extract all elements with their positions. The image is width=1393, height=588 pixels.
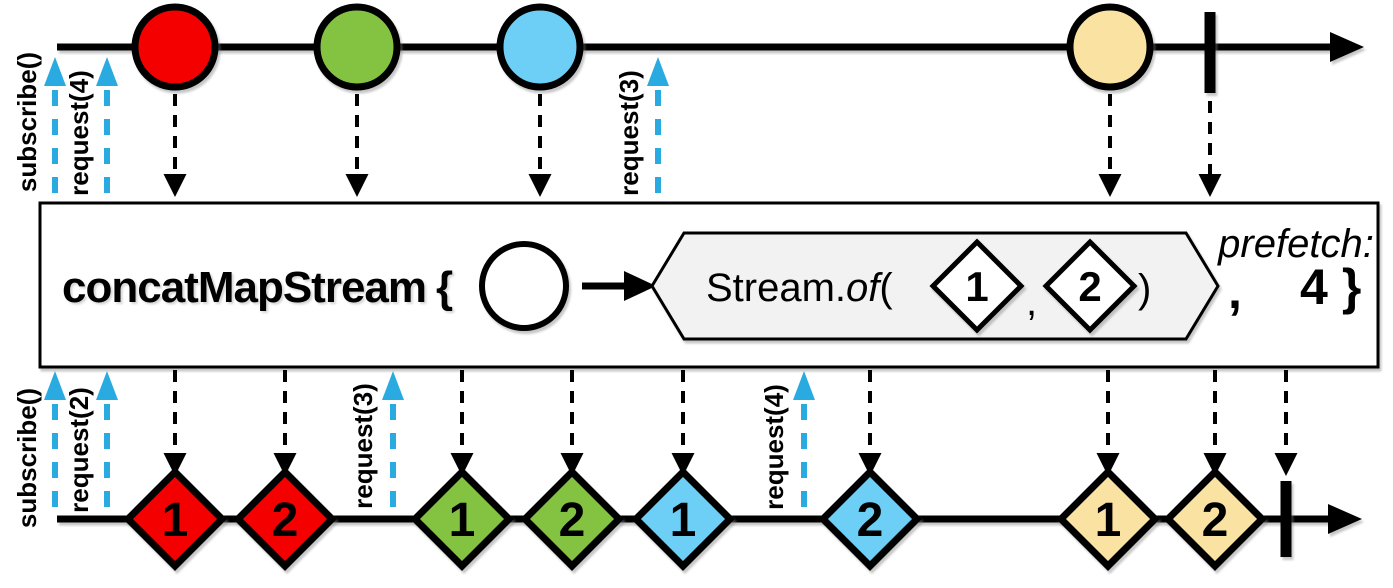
marble-diamond bbox=[410, 467, 514, 571]
marble-label: 1 bbox=[449, 494, 476, 547]
output-marble-red-2: 2 bbox=[233, 467, 337, 571]
inner-paren-close: ) bbox=[1138, 267, 1151, 311]
signal-request2-output: request(2) bbox=[64, 371, 118, 516]
output-marble-green-2: 2 bbox=[520, 467, 624, 571]
output-marble-yellow-2: 2 bbox=[1163, 467, 1267, 571]
marble-diamond bbox=[520, 467, 624, 571]
operator-box: concatMapStream{ Stream.of( 1 , 2 ) , pr… bbox=[38, 201, 1380, 369]
input-marble-red bbox=[131, 3, 219, 91]
inner-marble-1 bbox=[929, 238, 1025, 334]
signal-subscribe-input: subscribe() bbox=[12, 52, 66, 200]
signal-arrowhead bbox=[647, 57, 669, 86]
emit-arrow-icon bbox=[345, 94, 369, 197]
emit-arrow-icon bbox=[163, 370, 187, 476]
output-marble-yellow-1: 1 bbox=[1056, 467, 1160, 571]
signal-label: request(2) bbox=[64, 387, 94, 513]
marble-label: 1 bbox=[1095, 494, 1122, 547]
signal-arrowhead bbox=[44, 57, 66, 86]
emit-arrow-icon bbox=[1274, 370, 1298, 476]
marble-label: 1 bbox=[670, 494, 697, 547]
signal-arrowhead bbox=[44, 371, 66, 400]
marble-diamond bbox=[631, 467, 735, 571]
emit-arrow-icon bbox=[560, 370, 584, 476]
signal-request3-input: request(3) bbox=[614, 57, 669, 200]
operator-name-text: concatMapStream{ bbox=[62, 263, 453, 312]
marble-diamond bbox=[1056, 467, 1160, 571]
lambda-input-marble bbox=[479, 241, 569, 331]
operator-close-brace: } bbox=[1342, 259, 1361, 315]
marble-label: 1 bbox=[162, 494, 189, 547]
signal-request4-output: request(4) bbox=[759, 371, 815, 516]
emit-arrow-icon bbox=[1098, 94, 1122, 197]
call-prefix: Stream. bbox=[706, 266, 846, 310]
emit-arrow-icon bbox=[858, 370, 882, 476]
signal-label: request(4) bbox=[64, 70, 94, 196]
emit-arrow-icon bbox=[671, 370, 695, 476]
prefetch-label: prefetch: bbox=[1217, 222, 1374, 266]
output-timeline-arrowhead bbox=[1328, 504, 1362, 534]
paren-open: ( bbox=[879, 266, 893, 310]
output-marble-red-1: 1 bbox=[123, 467, 227, 571]
emit-arrow-icon bbox=[1203, 370, 1227, 476]
input-timeline-arrowhead bbox=[1330, 32, 1364, 62]
signal-arrowhead bbox=[382, 371, 404, 400]
emit-arrow-icon bbox=[528, 94, 552, 197]
signal-label: request(4) bbox=[759, 384, 789, 510]
input-emit-arrows bbox=[163, 94, 1222, 197]
marble-label: 2 bbox=[559, 494, 586, 547]
marble-diamond bbox=[818, 467, 922, 571]
output-marble-green-1: 1 bbox=[410, 467, 514, 571]
input-signals: subscribe() request(4) request(3) bbox=[12, 52, 669, 200]
inner-marble-2-label: 2 bbox=[1078, 263, 1101, 310]
marble-label: 2 bbox=[1202, 494, 1229, 547]
marble-diamond bbox=[123, 467, 227, 571]
signal-subscribe-output: subscribe() bbox=[12, 371, 66, 528]
input-marble-cyan bbox=[496, 3, 584, 91]
input-marble-green bbox=[313, 3, 401, 91]
input-marble-yellow bbox=[1066, 3, 1154, 91]
input-stream-timeline bbox=[57, 3, 1364, 93]
signal-arrowhead bbox=[96, 57, 118, 86]
output-marble-cyan-1: 1 bbox=[631, 467, 735, 571]
output-stream-timeline: 1 2 1 2 1 2 1 2 bbox=[57, 467, 1362, 571]
signal-arrowhead bbox=[96, 371, 118, 400]
signal-label: subscribe() bbox=[12, 52, 42, 192]
signal-label: subscribe() bbox=[12, 388, 42, 528]
operator-name: concatMapStream bbox=[62, 263, 426, 312]
inner-marble-2 bbox=[1042, 238, 1138, 334]
marble-diamond bbox=[233, 467, 337, 571]
operator-open-brace: { bbox=[436, 263, 453, 312]
call-method: of bbox=[846, 266, 883, 310]
output-emit-arrows bbox=[163, 370, 1298, 476]
emit-arrow-icon bbox=[273, 370, 297, 476]
inner-separator: , bbox=[1026, 280, 1037, 324]
args-separator: , bbox=[1228, 263, 1242, 319]
signal-label: request(3) bbox=[348, 383, 378, 509]
inner-marble-1-label: 1 bbox=[965, 263, 988, 310]
marble-label: 2 bbox=[857, 494, 884, 547]
output-marble-cyan-2: 2 bbox=[818, 467, 922, 571]
signal-label: request(3) bbox=[614, 70, 644, 196]
map-arrow-icon bbox=[582, 271, 656, 301]
prefetch-value: 4 bbox=[1300, 259, 1328, 315]
signal-arrowhead bbox=[793, 371, 815, 400]
emit-arrow-icon bbox=[450, 370, 474, 476]
marble-diamond bbox=[1163, 467, 1267, 571]
emit-arrow-icon bbox=[163, 94, 187, 197]
signal-request3-output: request(3) bbox=[348, 371, 404, 516]
emit-arrow-icon bbox=[1096, 370, 1120, 476]
inner-stream-call: Stream.of( bbox=[706, 266, 893, 310]
emit-arrow-icon bbox=[1198, 101, 1222, 197]
prefetch-value-text: 4} bbox=[1300, 259, 1361, 315]
output-signals: subscribe() request(2) request(3) reques… bbox=[12, 371, 815, 528]
marble-label: 2 bbox=[272, 494, 299, 547]
signal-request4-input: request(4) bbox=[64, 57, 118, 200]
